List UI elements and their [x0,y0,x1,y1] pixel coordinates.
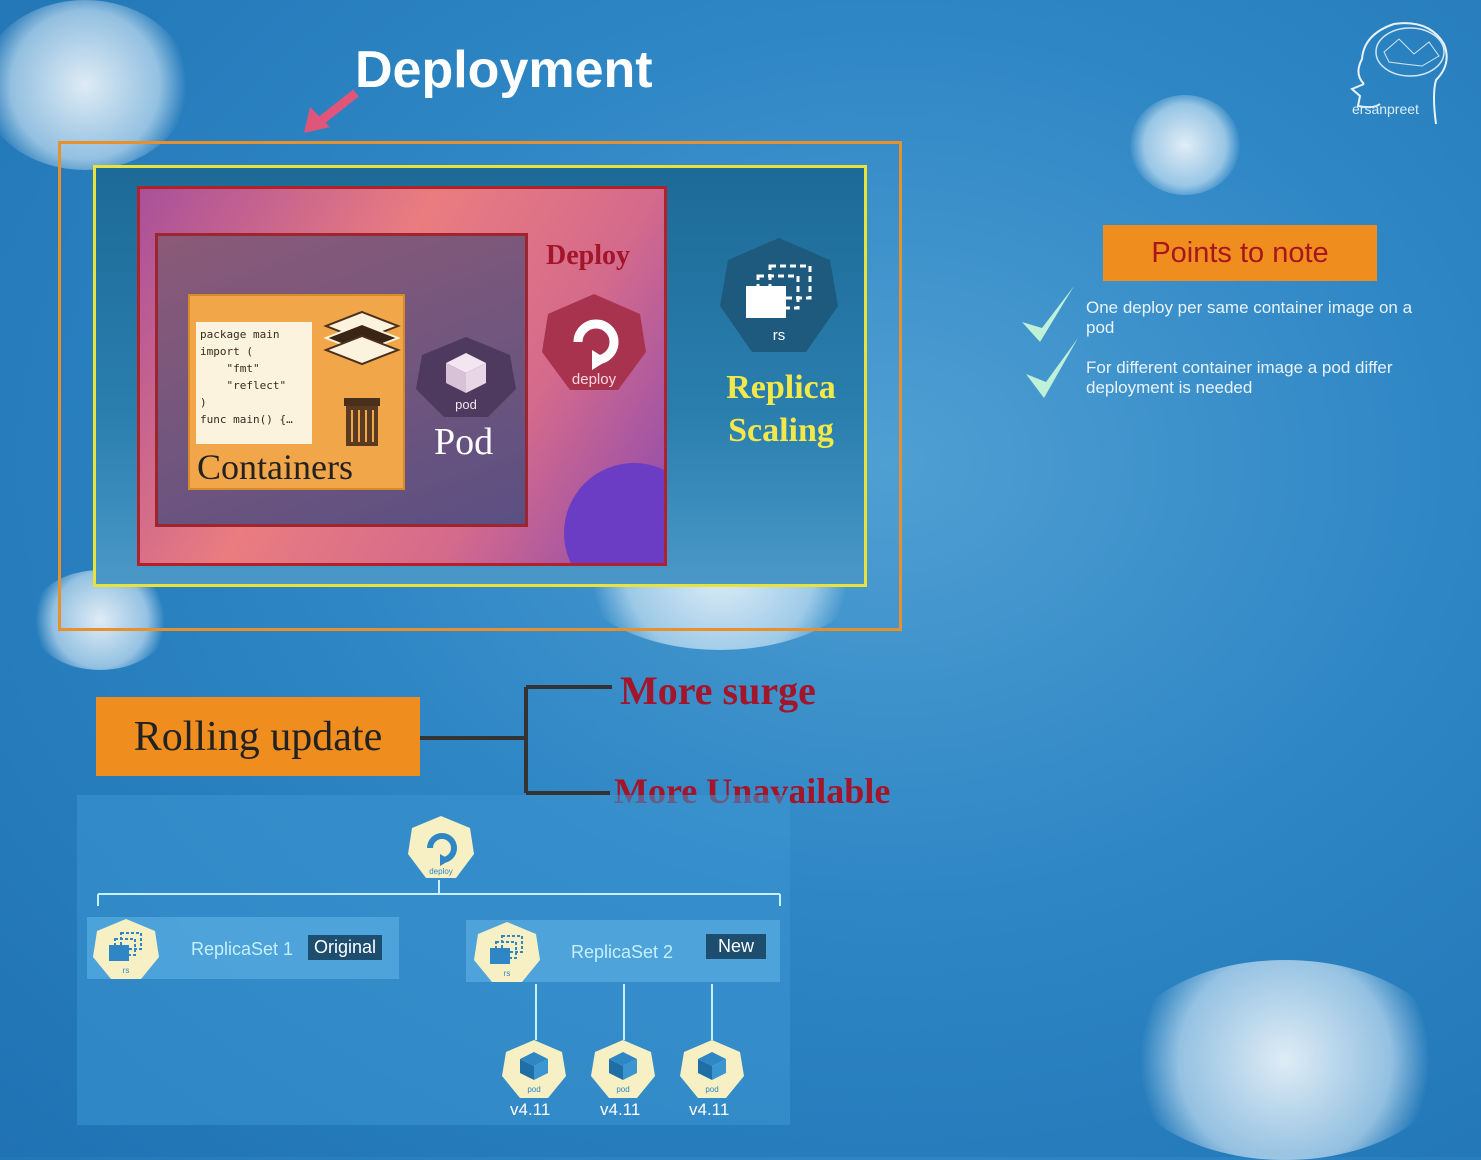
pod-icon: pod [416,337,516,417]
check-icon [1022,286,1074,342]
pod-version: v4.11 [600,1100,641,1119]
original-tag: Original [308,935,383,960]
rolling-update-box: Rolling update [96,697,420,776]
cloud-decoration [1130,95,1240,195]
pod-icon: pod [502,1040,566,1098]
replicaset-2-name: ReplicaSet 2 [571,942,674,962]
containers-label: Containers [197,447,353,487]
pod-small-label: pod [616,1085,629,1094]
pod-icon-label: pod [455,397,477,412]
bracket-connector [420,685,612,795]
rs2-icon-label: rs [504,969,511,978]
brain-logo-icon [1350,22,1448,125]
rolling-update-label: Rolling update [133,713,383,760]
brand-name: ersanpreet [1352,101,1419,117]
tree-connector [97,880,781,1040]
pod-icon: pod [680,1040,744,1098]
code-snippet: package main import ( "fmt" "reflect" ) … [196,322,312,444]
replicaset-icon: rs [93,919,159,979]
note-item: One deploy per same container image on a… [1086,298,1413,337]
pod-small-label: pod [705,1085,718,1094]
points-to-note-header: Points to note [1103,225,1377,281]
rs1-icon-label: rs [123,966,130,975]
deploy-small-label: deploy [429,867,453,876]
replica-label-line2: Scaling [728,412,834,449]
points-to-note-title: Points to note [1151,236,1329,269]
pod-version: v4.11 [689,1100,730,1119]
pod-small-label: pod [527,1085,540,1094]
replicaset-1-name: ReplicaSet 1 [191,939,294,959]
replicaset-icon: rs [474,922,540,982]
new-tag: New [706,934,767,959]
pod-version: v4.11 [510,1100,551,1119]
check-icon [1026,338,1078,398]
layers-icon [323,310,401,366]
deployment-boundary [58,141,902,631]
container-bin-icon [344,398,380,446]
note-item: For different container image a pod diff… [1086,358,1393,397]
deploy-label: Deploy [546,240,630,271]
deployment-title: Deployment [355,41,653,99]
more-surge-label: More surge [620,668,816,713]
pod-icon: pod [591,1040,655,1098]
replicaset-icon: rs [720,238,838,352]
replica-label-line1: Replica [726,369,836,406]
deploy-icon: deploy [542,294,646,390]
deploy-icon-label: deploy [572,371,617,388]
arrow-icon [304,89,359,133]
replicaset-icon-label: rs [773,327,786,344]
deploy-icon: deploy [408,816,474,878]
pod-label: Pod [434,421,494,463]
replica-scaling-label: Replica Scaling [706,366,856,452]
cloud-decoration [1120,960,1450,1160]
